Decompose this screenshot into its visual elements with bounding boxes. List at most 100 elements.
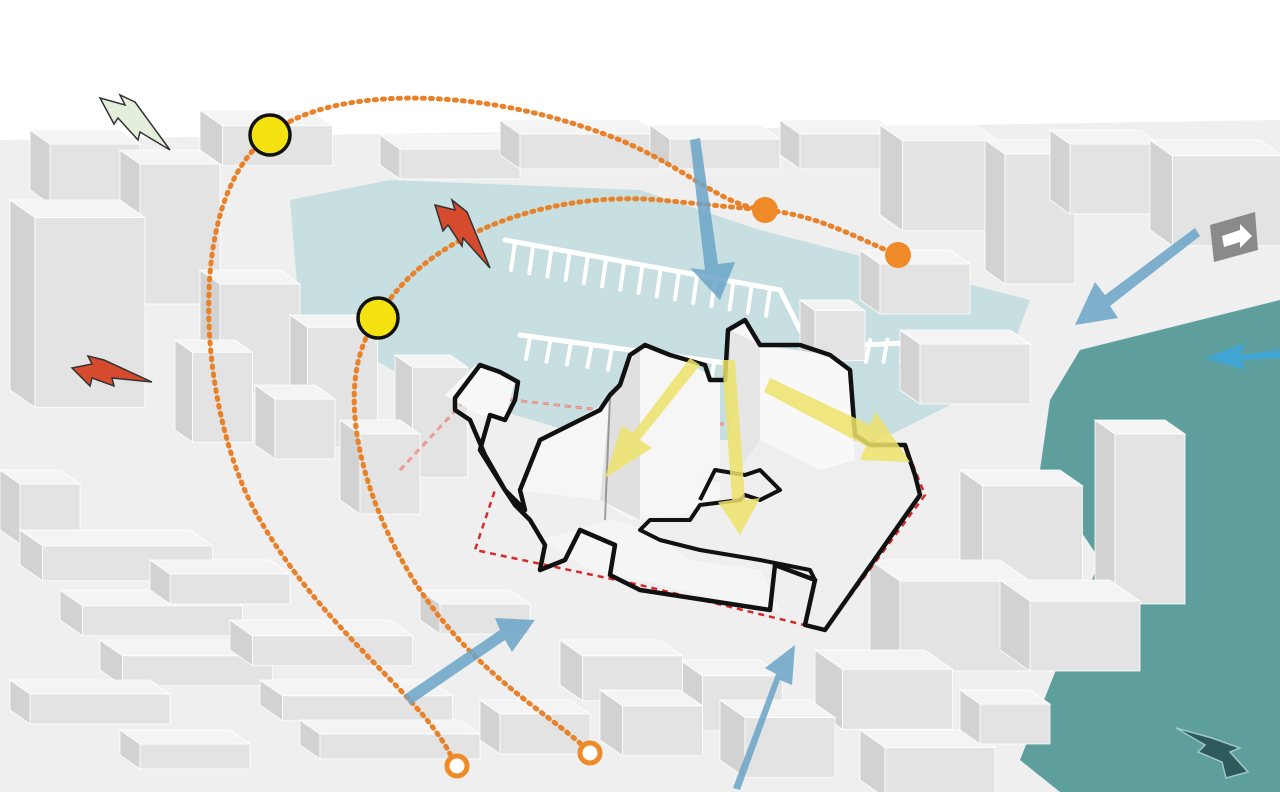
- context-building-front: [29, 693, 171, 725]
- pontoon-finger: [864, 338, 872, 364]
- context-building-roof: [813, 649, 954, 670]
- route-node-icon: [752, 197, 778, 223]
- context-building-roof: [338, 419, 422, 435]
- context-building-roof: [998, 579, 1142, 602]
- context-building-front: [499, 713, 591, 755]
- context-building-roof: [8, 679, 172, 695]
- context-building-front: [879, 263, 971, 315]
- context-building-front: [139, 743, 251, 770]
- context-building-roof: [228, 619, 414, 637]
- access-arrow-icon: [690, 138, 735, 300]
- context-building-front: [902, 140, 998, 232]
- pontoon-finger: [618, 259, 627, 292]
- view-arrow-icon: [718, 360, 760, 535]
- pontoon-finger: [563, 249, 572, 282]
- context-building-front: [919, 343, 1031, 405]
- context-building-roof: [18, 529, 214, 547]
- context-building-front: [1114, 433, 1186, 605]
- pontoon-finger: [509, 240, 517, 272]
- route-node-icon: [444, 753, 470, 779]
- access-arrows: [404, 138, 1280, 790]
- pontoon-finger: [636, 263, 645, 295]
- context-building-front: [274, 398, 336, 460]
- context-building-side: [174, 339, 193, 444]
- context-building-front: [622, 705, 703, 757]
- context-building-front: [842, 668, 953, 730]
- direction-panel-icon: [1210, 212, 1258, 262]
- context-building-front: [282, 695, 453, 722]
- context-building-roof: [958, 689, 1052, 705]
- wind-arrow-icon: [70, 354, 153, 388]
- access-arrow-icon: [1205, 343, 1280, 370]
- pontoon-finger: [672, 269, 681, 302]
- route-node-icon: [248, 113, 292, 157]
- pontoon-finger: [544, 337, 553, 364]
- context-building-roof: [1093, 419, 1187, 435]
- context-building-roof: [858, 729, 997, 748]
- pontoon-finger: [745, 282, 754, 315]
- context-building-roof: [198, 269, 302, 285]
- wind-arrows: [70, 93, 491, 388]
- context-building-roof: [148, 559, 292, 575]
- context-building-front: [884, 747, 996, 792]
- context-building-roof: [1048, 129, 1162, 145]
- context-building-roof: [958, 469, 1084, 487]
- proposed-massing-inner-outline: [638, 468, 817, 581]
- context-building-roof: [298, 719, 482, 735]
- context-building-roof: [253, 384, 337, 400]
- context-building-roof: [418, 589, 532, 605]
- site-boundary-lower: [399, 393, 927, 632]
- wind-arrow-icon: [98, 93, 171, 151]
- context-building-roof: [858, 249, 972, 265]
- pontoon-finger: [565, 340, 573, 367]
- context-building-roof: [173, 339, 254, 353]
- context-building-front: [1069, 143, 1161, 215]
- access-arrow-icon: [404, 618, 535, 705]
- context-building-roof: [393, 354, 469, 368]
- route-nodes: [248, 113, 911, 779]
- wind-arrow-icon: [433, 197, 491, 269]
- pontoon-finger: [527, 243, 536, 276]
- context-building-roof: [898, 329, 1032, 345]
- context-building-roof: [378, 134, 522, 150]
- pontoon-finger: [585, 343, 594, 370]
- context-building-roof: [598, 689, 704, 707]
- direction-panel-arrow: [1222, 224, 1252, 248]
- pontoon-finger: [524, 335, 532, 361]
- access-arrow-icon: [1075, 228, 1200, 325]
- context-building-roof: [118, 729, 252, 745]
- context-building-roof: [28, 129, 142, 145]
- proposed-massing-outline: [452, 317, 923, 633]
- context-building-roof: [8, 199, 147, 218]
- context-buildings: [0, 109, 1280, 792]
- context-building-roof: [0, 469, 82, 485]
- pontoon-finger: [654, 266, 663, 299]
- route-marina: [375, 196, 768, 321]
- route-node-icon: [356, 296, 400, 340]
- pontoon-finger: [600, 256, 609, 289]
- context-building-front: [1029, 600, 1141, 672]
- context-building-front: [669, 138, 781, 170]
- access-arrow-icon: [733, 645, 795, 790]
- context-building-side: [1094, 419, 1116, 605]
- context-building-front: [82, 605, 243, 637]
- pontoon-finger: [881, 337, 890, 364]
- route-north: [267, 95, 901, 258]
- proposed-pavilion: [445, 365, 515, 420]
- context-building-front: [979, 703, 1051, 745]
- route-node-icon: [885, 242, 911, 268]
- context-building-front: [169, 573, 291, 605]
- view-arrow-icon: [764, 378, 910, 462]
- context-building-side: [984, 139, 1006, 285]
- pontoon-finger: [764, 286, 772, 318]
- context-building-front: [519, 133, 661, 170]
- context-building-side: [9, 199, 36, 409]
- context-building-roof: [798, 299, 867, 311]
- view-arrows: [605, 358, 910, 535]
- massing-edge: [604, 394, 611, 521]
- proposed-podium: [540, 520, 780, 610]
- pontoon-finger: [545, 246, 554, 279]
- context-building-roof: [648, 124, 782, 140]
